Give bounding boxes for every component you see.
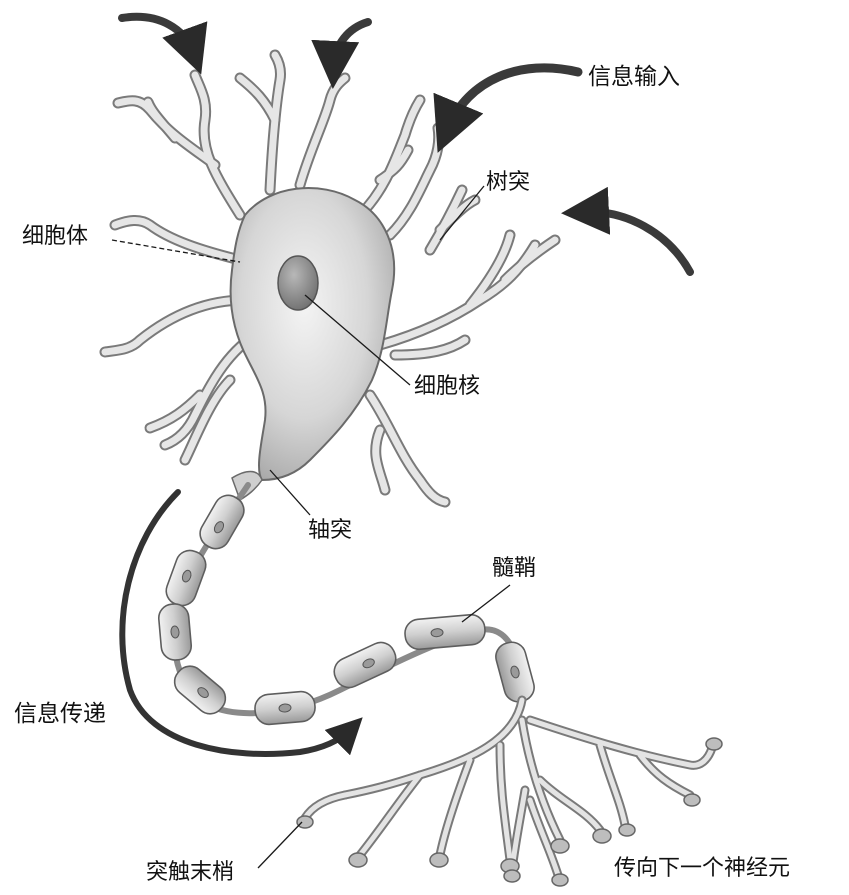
label-cell-body: 细胞体 [22,226,88,248]
label-to-next-neuron: 传向下一个神经元 [614,858,790,880]
label-info-input: 信息输入 [588,66,680,89]
label-nucleus: 细胞核 [414,376,480,398]
input-arrow-4 [585,212,690,272]
input-arrow-2 [334,22,368,65]
leader-terminal [258,822,302,868]
label-myelin-sheath: 髓鞘 [492,558,536,580]
nucleus [278,256,318,310]
label-axon-terminal: 突触末梢 [146,862,234,884]
input-arrow-3 [448,68,578,128]
leader-myelin [462,585,510,622]
input-arrow-1 [122,17,193,52]
label-info-transmission: 信息传递 [14,703,106,726]
cell-body [231,188,395,480]
label-dendrite: 树突 [486,172,530,194]
leader-axon [270,470,310,515]
label-axon: 轴突 [308,520,352,542]
